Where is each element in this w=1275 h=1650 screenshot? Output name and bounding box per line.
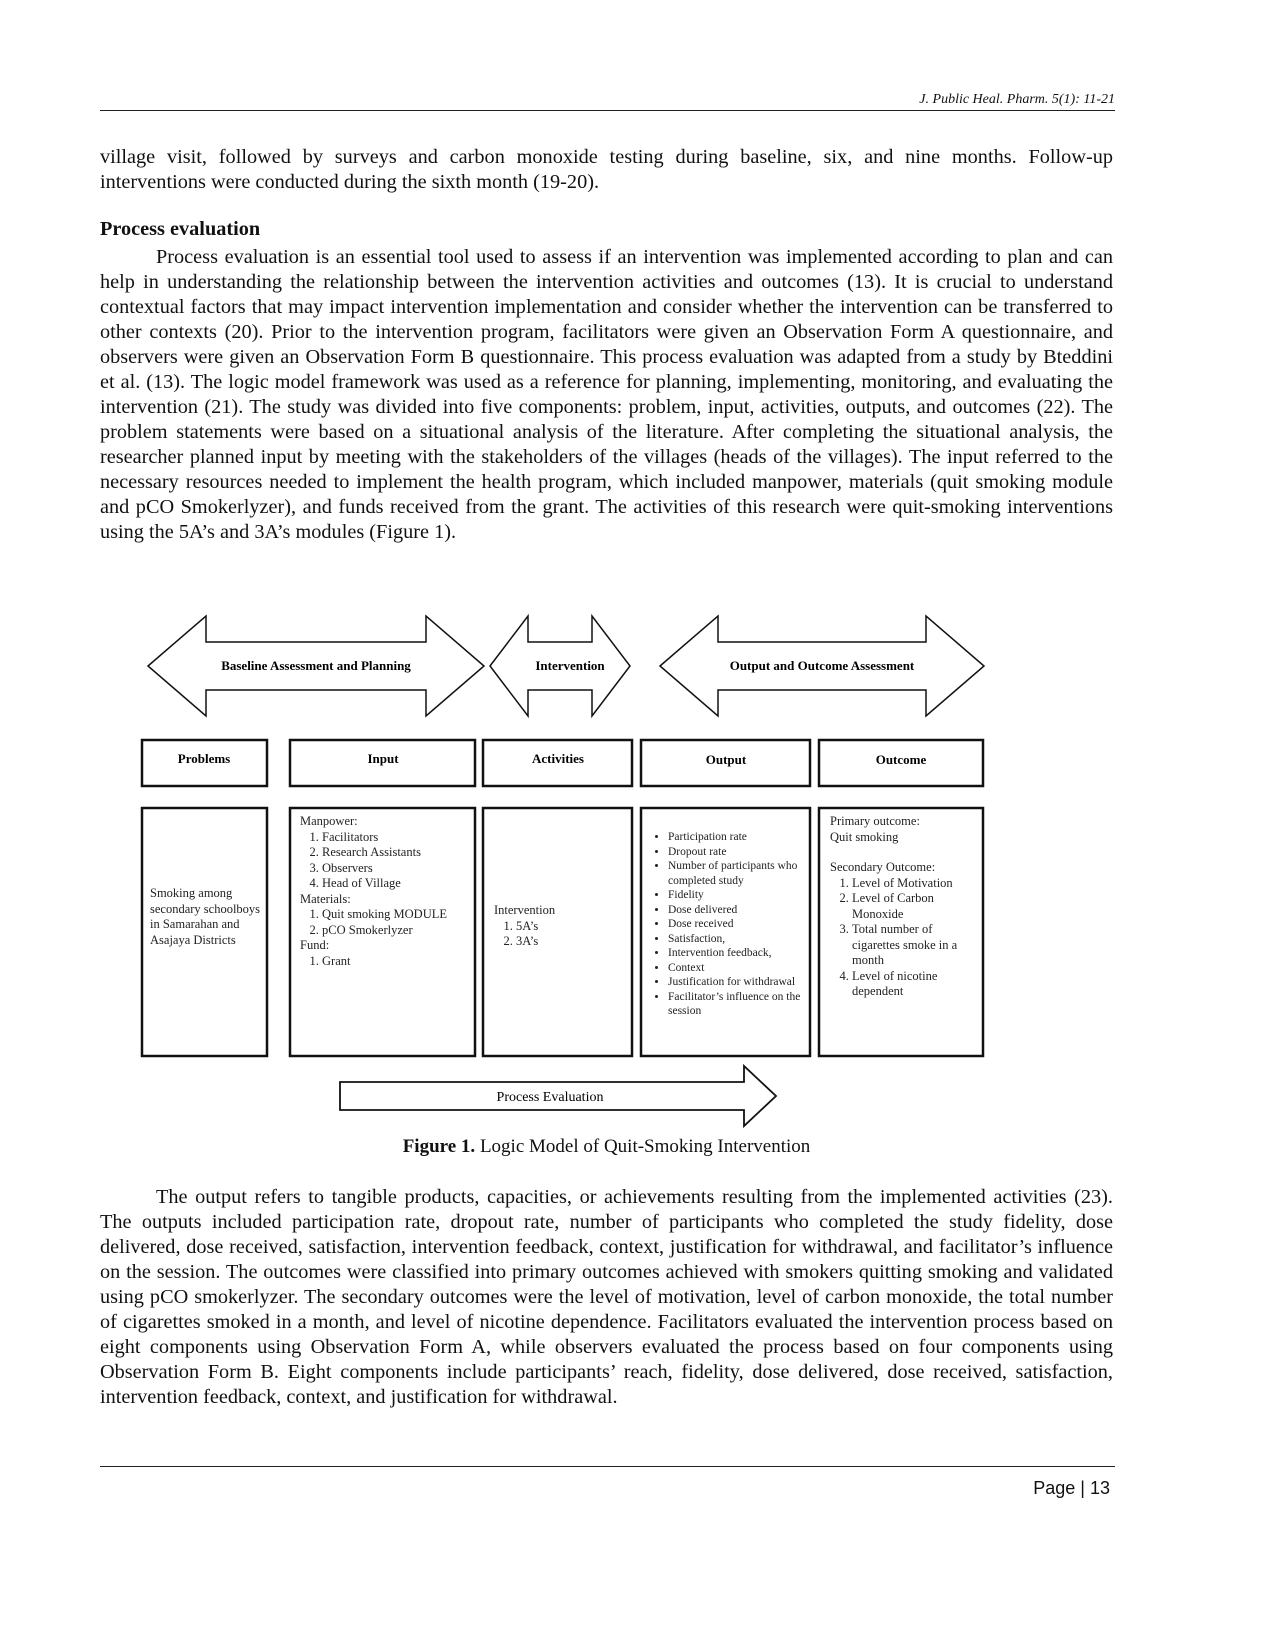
arrow-baseline-shape — [146, 614, 486, 718]
arrow-intervention-shape — [489, 613, 631, 719]
list-item: Number of participants who completed stu… — [668, 859, 808, 888]
logic-model-diagram: Baseline Assessment and Planning Interve… — [140, 613, 986, 1129]
list-item: 5A’s — [516, 919, 626, 935]
input-header-box — [288, 738, 477, 788]
list-item: 3A’s — [516, 934, 626, 950]
output-content-box — [639, 806, 812, 1058]
list-item: Quit smoking MODULE — [322, 907, 472, 923]
input-content-box — [288, 806, 477, 1058]
logic-model-figure: Baseline Assessment and Planning Interve… — [140, 610, 990, 1140]
input-header: Input — [367, 751, 399, 766]
list-item: Grant — [322, 954, 472, 970]
fund-label: Fund: — [300, 938, 330, 952]
paragraph-output: The output refers to tangible products, … — [100, 1186, 1113, 1408]
list-item: Level of Carbon Monoxide — [852, 891, 980, 922]
primary-outcome-label: Primary outcome: — [830, 814, 920, 828]
secondary-outcome-label: Secondary Outcome: — [830, 860, 936, 874]
paragraph-intro: village visit, followed by surveys and c… — [100, 146, 1113, 193]
list-item: Justification for withdrawal — [668, 975, 808, 990]
list-item: Satisfaction, — [668, 932, 808, 947]
output-content: Participation rate Dropout rate Number o… — [646, 830, 808, 1019]
list-item: Participation rate — [668, 830, 808, 845]
problems-text: Smoking among secondary schoolboys in Sa… — [150, 886, 261, 947]
list-item: Research Assistants — [322, 845, 472, 861]
caption-label: Figure 1. — [402, 1136, 476, 1157]
list-item: Dose delivered — [668, 903, 808, 918]
arrow-intervention-label: Intervention — [535, 658, 605, 673]
activities-content: Intervention 5A’s 3A’s — [494, 903, 626, 950]
list-item: Head of Village — [322, 876, 472, 892]
caption-text: Logic Model of Quit-Smoking Intervention — [475, 1136, 811, 1157]
list-item: Context — [668, 961, 808, 976]
outcome-header-box — [817, 738, 985, 788]
materials-label: Materials: — [300, 891, 351, 906]
list-item: Level of nicotine dependent — [852, 969, 980, 1000]
running-head: J. Public Heal. Pharm. 5(1): 11-21 — [919, 92, 1115, 107]
page-number: Page | 13 — [1033, 1478, 1110, 1498]
footer-rule — [100, 1466, 1115, 1467]
list-item: Facilitator’s influence on the session — [668, 990, 808, 1019]
list-item: pCO Smokerlyzer — [322, 923, 472, 939]
list-item: Intervention feedback, — [668, 946, 808, 961]
problems-header: Problems — [178, 751, 230, 766]
activities-content-box — [481, 806, 634, 1058]
arrow-baseline-label: Baseline Assessment and Planning — [221, 658, 411, 673]
list-item: Total number of cigarettes smoke in a mo… — [852, 922, 980, 969]
arrow-outcome-shape — [658, 614, 986, 718]
input-content: Manpower: Facilitators Research Assistan… — [300, 814, 472, 969]
activities-header: Activities — [532, 751, 584, 766]
activities-header-box — [481, 738, 634, 788]
figure-caption: Figure 1. Logic Model of Quit-Smoking In… — [100, 1136, 1113, 1158]
list-item: Observers — [322, 861, 472, 877]
paragraph-process-evaluation: Process evaluation is an essential tool … — [100, 246, 1113, 543]
list-item: Dropout rate — [668, 845, 808, 860]
list-item: Dose received — [668, 917, 808, 932]
arrow-outcome-label: Output and Outcome Assessment — [730, 658, 915, 673]
list-item: Facilitators — [322, 830, 472, 846]
outcome-content-box — [817, 806, 985, 1058]
activities-label: Intervention — [494, 903, 556, 917]
problems-header-box — [140, 738, 269, 788]
output-header-box — [639, 738, 812, 788]
output-header: Output — [706, 752, 747, 767]
header-rule — [100, 110, 1115, 111]
list-item: Fidelity — [668, 888, 808, 903]
section-heading: Process evaluation — [100, 218, 261, 240]
outcome-content: Primary outcome: Quit smoking Secondary … — [830, 814, 980, 1000]
manpower-label: Manpower: — [300, 814, 358, 828]
primary-outcome: Quit smoking — [830, 829, 899, 844]
list-item: Level of Motivation — [852, 876, 980, 892]
problems-content-box — [140, 806, 269, 1058]
outcome-header: Outcome — [876, 752, 927, 767]
process-evaluation-label: Process Evaluation — [497, 1090, 604, 1105]
process-evaluation-arrow — [339, 1063, 778, 1129]
